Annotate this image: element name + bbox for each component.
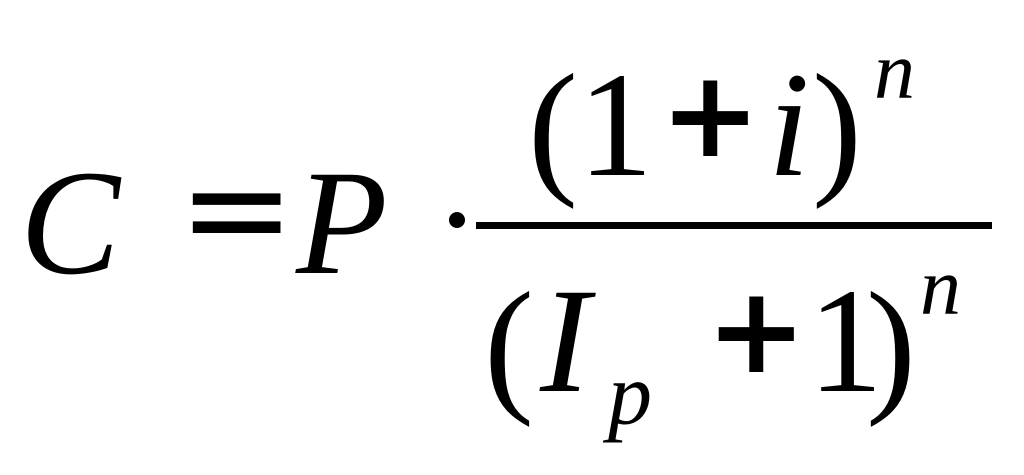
equals-sign: = bbox=[178, 128, 296, 291]
numerator-rate-variable: i bbox=[768, 42, 810, 208]
denominator-open-paren: ( bbox=[484, 262, 534, 428]
principal-variable: P bbox=[296, 140, 388, 306]
numerator-close-paren: ) bbox=[812, 44, 862, 210]
denominator-exponent: n bbox=[920, 241, 961, 332]
numerator-open-paren: ( bbox=[528, 44, 578, 210]
fraction-bar bbox=[476, 222, 992, 229]
denominator-base-variable: I bbox=[540, 258, 590, 424]
denominator-plus: + bbox=[706, 262, 807, 401]
denominator-one: 1 bbox=[808, 258, 883, 424]
numerator-plus: + bbox=[660, 46, 761, 185]
denominator-subscript: p bbox=[608, 347, 652, 444]
numerator-exponent: n bbox=[874, 25, 915, 116]
formula-lhs-variable: C bbox=[20, 140, 121, 306]
denominator-close-paren: ) bbox=[866, 262, 916, 428]
numerator-one: 1 bbox=[578, 42, 653, 208]
multiplication-dot bbox=[449, 212, 465, 228]
